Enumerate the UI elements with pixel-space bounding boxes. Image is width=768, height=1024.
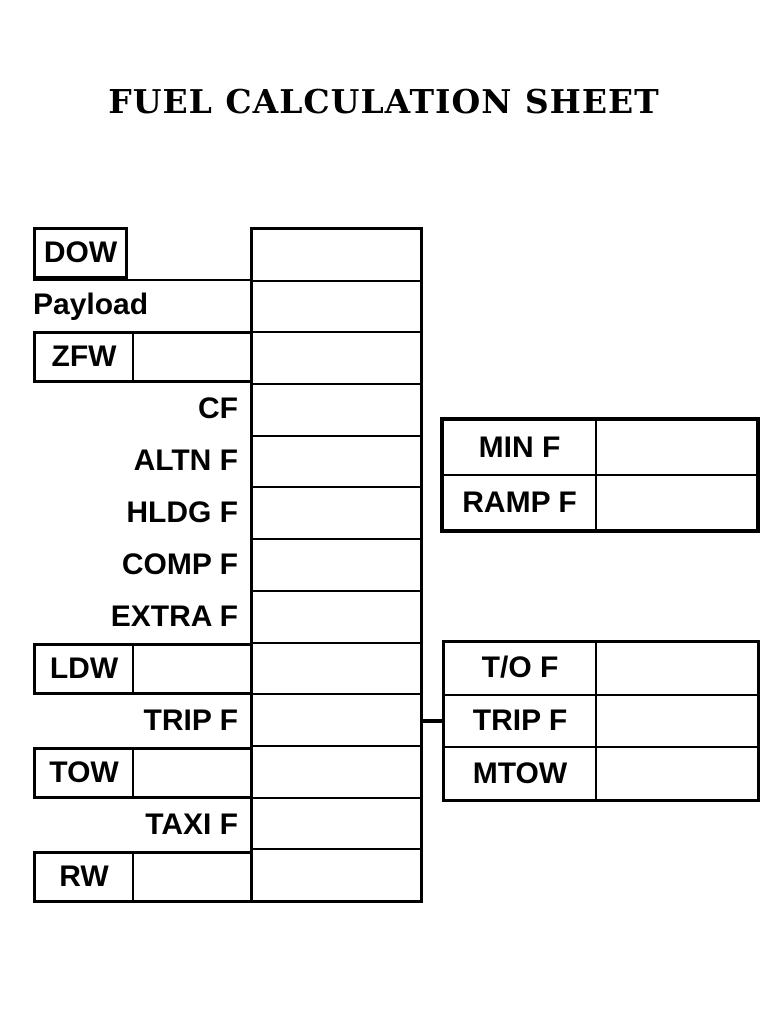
value-cell-zfw bbox=[253, 333, 420, 386]
hldg-f-label: HLDG F bbox=[126, 496, 238, 529]
value-cell-comp-f bbox=[253, 540, 420, 592]
dow-label: DOW bbox=[43, 236, 118, 269]
value-cell-cf bbox=[253, 385, 420, 437]
value-cell-payload bbox=[253, 282, 420, 334]
mtow-row: MTOW bbox=[445, 748, 757, 800]
takeoff-table: T/O F TRIP F MTOW bbox=[442, 640, 760, 802]
min-f-label: MIN F bbox=[478, 430, 561, 464]
altn-f-label: ALTN F bbox=[133, 444, 238, 477]
payload-row-divider bbox=[33, 279, 250, 281]
value-cell-altn-f bbox=[253, 437, 420, 489]
trip-f-connector-line bbox=[423, 719, 442, 723]
zfw-label: ZFW bbox=[51, 340, 117, 373]
mtow-value-cell bbox=[597, 748, 757, 799]
page-title: FUEL CALCULATION SHEET bbox=[108, 82, 660, 121]
value-cell-ldw bbox=[253, 644, 420, 696]
min-f-row: MIN F bbox=[444, 421, 756, 476]
rw-blank-cell bbox=[134, 854, 250, 900]
t-o-f-label: T/O F bbox=[481, 651, 559, 685]
dow-label-box: DOW bbox=[33, 227, 128, 279]
trip-f-label: TRIP F bbox=[143, 704, 238, 737]
cf-label: CF bbox=[198, 392, 238, 425]
value-cell-rw bbox=[253, 850, 420, 900]
value-cell-dow bbox=[253, 230, 420, 282]
zfw-blank-cell bbox=[134, 334, 250, 380]
tow-label-box: TOW bbox=[33, 747, 253, 799]
value-cell-hldg-f bbox=[253, 488, 420, 541]
ldw-blank-cell bbox=[134, 646, 250, 692]
mtow-label: MTOW bbox=[472, 756, 568, 790]
zfw-label-box: ZFW bbox=[33, 331, 253, 383]
value-cell-tow bbox=[253, 747, 420, 799]
t-o-f-row: T/O F bbox=[445, 643, 757, 696]
comp-f-label: COMP F bbox=[121, 548, 238, 581]
payload-label: Payload bbox=[33, 288, 149, 321]
value-cell-trip-f bbox=[253, 695, 420, 747]
rw-label-box: RW bbox=[33, 851, 253, 903]
value-cell-extra-f bbox=[253, 592, 420, 644]
tow-label: TOW bbox=[49, 756, 119, 789]
ramp-f-row: RAMP F bbox=[444, 476, 756, 529]
extra-f-label: EXTRA F bbox=[110, 600, 238, 633]
trip-f-right-row: TRIP F bbox=[445, 695, 757, 749]
trip-f-right-value-cell bbox=[597, 696, 757, 747]
min-f-value-cell bbox=[597, 421, 756, 474]
ldw-label: LDW bbox=[49, 652, 119, 685]
ramp-f-value-cell bbox=[597, 476, 756, 529]
value-cell-taxi-f bbox=[253, 799, 420, 851]
min-ramp-table: MIN F RAMP F bbox=[440, 417, 760, 533]
taxi-f-label: TAXI F bbox=[145, 808, 238, 841]
tow-blank-cell bbox=[134, 750, 250, 796]
weights-value-column bbox=[250, 227, 423, 903]
ramp-f-label: RAMP F bbox=[462, 485, 577, 519]
ldw-label-box: LDW bbox=[33, 643, 253, 695]
rw-label: RW bbox=[59, 860, 109, 893]
trip-f-right-label: TRIP F bbox=[472, 704, 568, 737]
t-o-f-value-cell bbox=[597, 643, 757, 694]
